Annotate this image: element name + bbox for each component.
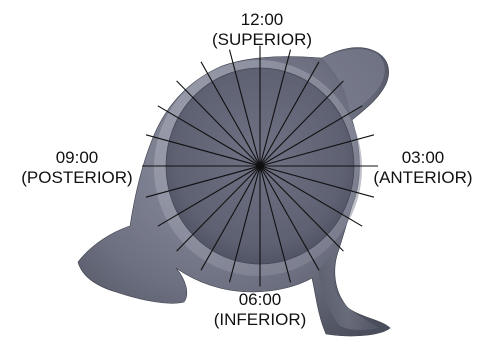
anterior-label: 03:00 (ANTERIOR) [364, 148, 482, 188]
superior-time: 12:00 [196, 10, 328, 30]
clock-face-rays [142, 46, 378, 287]
posterior-time: 09:00 [4, 148, 150, 168]
superior-label: 12:00 (SUPERIOR) [196, 10, 328, 50]
posterior-label: 09:00 (POSTERIOR) [4, 148, 150, 188]
inferior-label: 06:00 (INFERIOR) [198, 290, 322, 330]
anterior-direction: (ANTERIOR) [364, 168, 482, 188]
inferior-time: 06:00 [198, 290, 322, 310]
superior-direction: (SUPERIOR) [196, 30, 328, 50]
posterior-direction: (POSTERIOR) [4, 168, 150, 188]
anterior-time: 03:00 [364, 148, 482, 168]
inferior-direction: (INFERIOR) [198, 310, 322, 330]
